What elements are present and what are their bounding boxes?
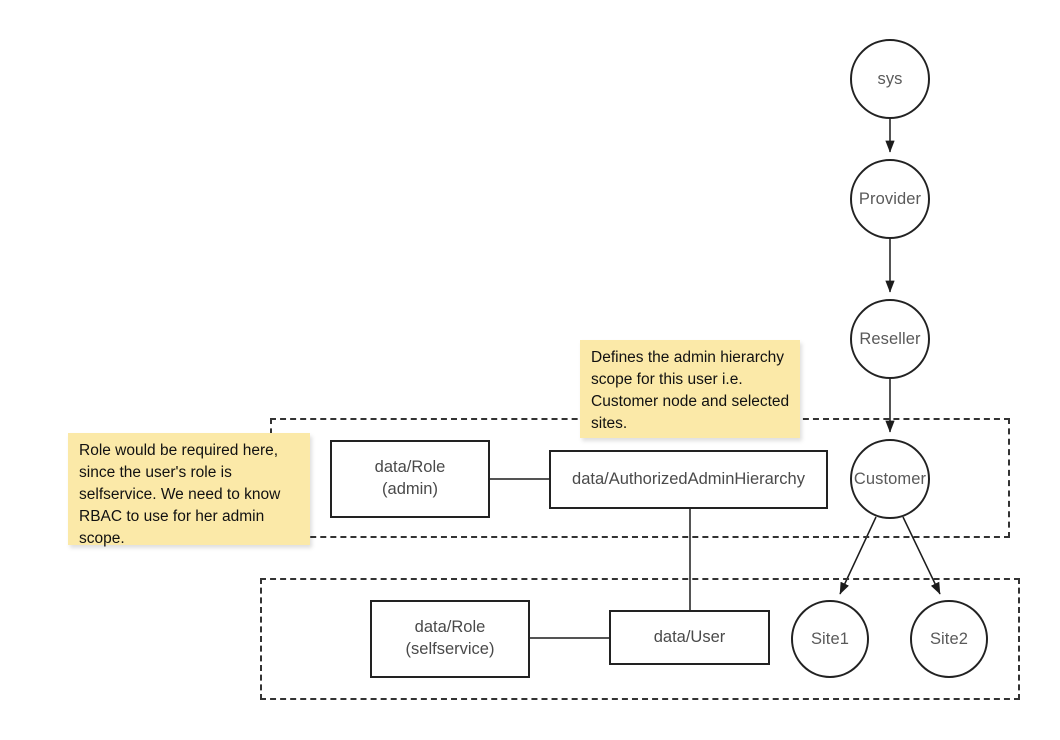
note-admin-hierarchy: Defines the admin hierarchy scope for th… bbox=[580, 340, 800, 438]
node-sys[interactable]: sys bbox=[850, 39, 930, 119]
node-data-role-admin-line2: (admin) bbox=[382, 480, 438, 498]
node-data-role-selfservice-line1: data/Role bbox=[414, 618, 486, 637]
node-data-authorized-admin-hierarchy[interactable]: data/AuthorizedAdminHierarchy bbox=[549, 450, 828, 509]
node-data-role-selfservice[interactable]: data/Role (selfservice) bbox=[370, 600, 530, 678]
node-site1-label: Site1 bbox=[810, 629, 850, 648]
node-data-user[interactable]: data/User bbox=[609, 610, 770, 665]
node-reseller-label: Reseller bbox=[859, 329, 921, 348]
node-provider-label: Provider bbox=[858, 189, 922, 208]
node-site1[interactable]: Site1 bbox=[791, 600, 869, 678]
node-site2-label: Site2 bbox=[929, 629, 969, 648]
node-reseller[interactable]: Reseller bbox=[850, 299, 930, 379]
node-data-role-selfservice-line2: (selfservice) bbox=[405, 640, 495, 658]
node-data-role-admin-line1: data/Role bbox=[374, 458, 446, 477]
node-data-role-admin[interactable]: data/Role (admin) bbox=[330, 440, 490, 518]
note-role-requirement: Role would be required here, since the u… bbox=[68, 433, 310, 547]
node-site2[interactable]: Site2 bbox=[910, 600, 988, 678]
node-data-user-label: data/User bbox=[653, 627, 726, 646]
node-data-authorized-admin-hierarchy-label: data/AuthorizedAdminHierarchy bbox=[572, 469, 805, 488]
node-provider[interactable]: Provider bbox=[850, 159, 930, 239]
node-customer[interactable]: Customer bbox=[850, 439, 930, 519]
note-admin-hierarchy-text: Defines the admin hierarchy scope for th… bbox=[591, 349, 790, 432]
node-customer-label: Customer bbox=[853, 469, 927, 488]
group-site-scope bbox=[260, 578, 1020, 700]
note-role-requirement-text: Role would be required here, since the u… bbox=[79, 442, 281, 547]
node-sys-label: sys bbox=[877, 69, 903, 88]
